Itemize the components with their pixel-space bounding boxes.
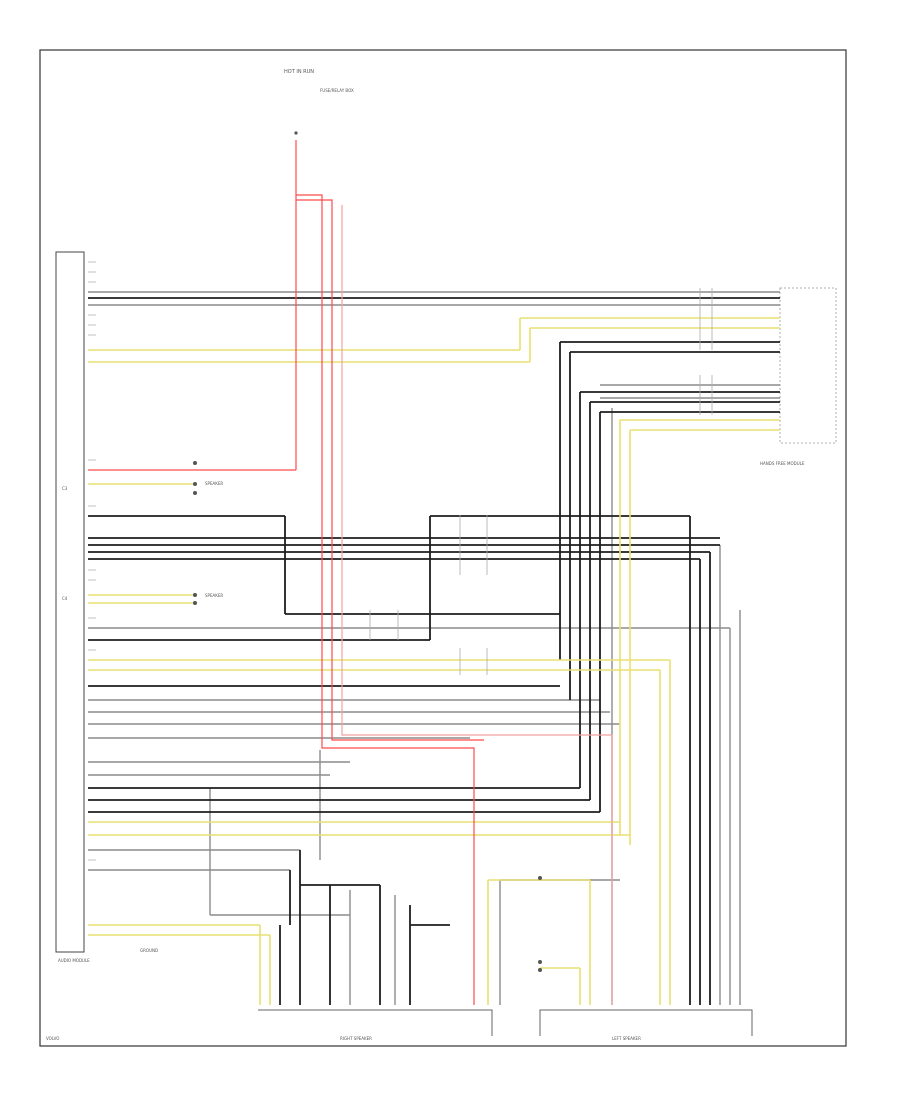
right-speaker-connector [258, 1009, 493, 1036]
connector-marks [369, 288, 713, 675]
module-name-label: AUDIO MODULE [58, 958, 90, 963]
footer-left-label: VOLVO [46, 1036, 59, 1041]
speaker-tag-1: SPEAKER [205, 481, 223, 486]
pink-wires [341, 205, 613, 1005]
yellow-wires [88, 317, 780, 1005]
ground-label: GROUND [140, 948, 158, 953]
black-wires [88, 297, 780, 1005]
left-speaker-connector [539, 1009, 753, 1036]
terminals [193, 131, 542, 972]
hands-free-module-box [779, 287, 837, 444]
connector-tag-2: C4 [62, 596, 68, 601]
footer-right-label: LEFT SPEAKER [612, 1036, 641, 1041]
red-wires [88, 140, 484, 1005]
top-fuse-label: HOT IN RUN [284, 69, 314, 75]
hands-free-module-label: HANDS FREE MODULE [760, 461, 805, 466]
module-pins [88, 261, 96, 861]
diagram-frame [39, 49, 847, 1047]
grey-wires [88, 291, 780, 1005]
top-fuse-caption: FUSE/RELAY BOX [320, 88, 354, 93]
audio-module-box [55, 251, 85, 953]
speaker-tag-2: SPEAKER [205, 593, 223, 598]
footer-mid-label: RIGHT SPEAKER [340, 1036, 372, 1041]
connector-tag-1: C3 [62, 486, 68, 491]
